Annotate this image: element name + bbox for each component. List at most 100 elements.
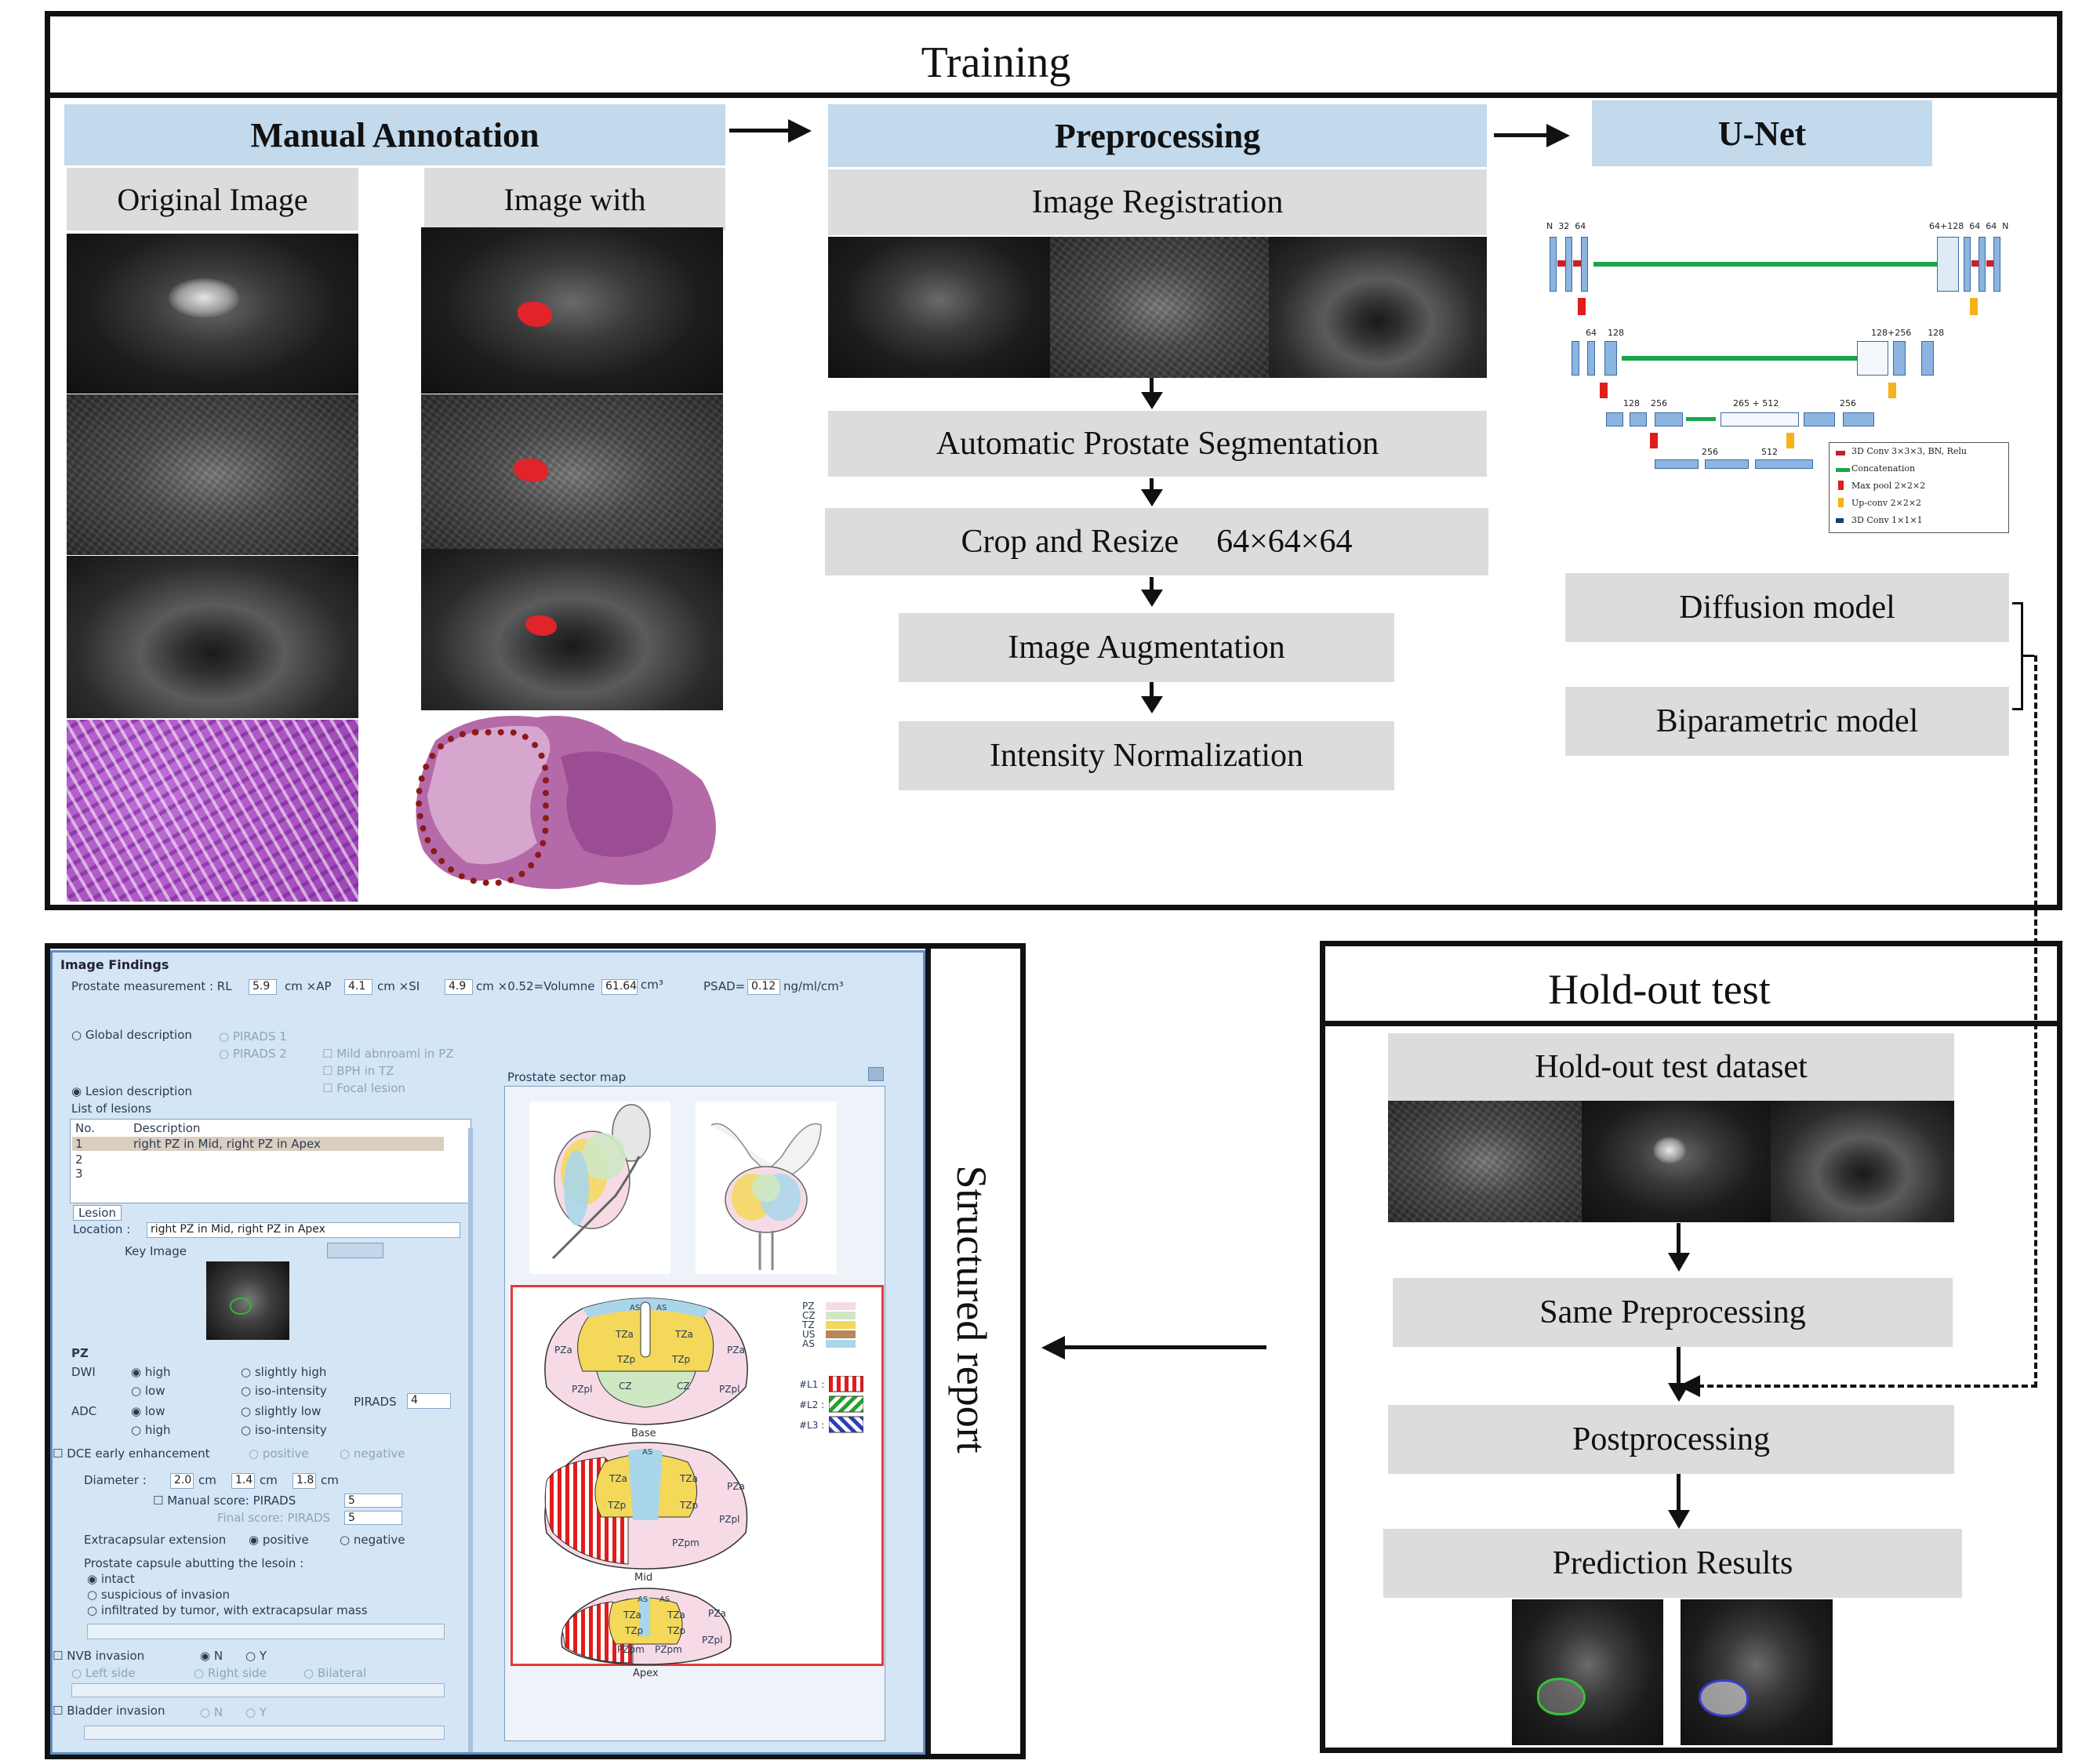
manual-score-label: Manual score: PIRADS — [167, 1494, 296, 1508]
annotated-dwi-lesion — [518, 302, 552, 327]
holdout-arrow-3 — [1677, 1474, 1681, 1515]
si-input[interactable]: 4.9 — [445, 979, 473, 995]
registration-adc-image — [1050, 237, 1269, 378]
diameter-3-input[interactable]: 1.8 — [293, 1473, 316, 1489]
biparametric-model-box: Biparametric model — [1565, 687, 2009, 756]
left-side-radio[interactable]: ○ Left side — [71, 1666, 136, 1680]
unet-block — [1572, 341, 1579, 376]
bladder-y-radio[interactable]: ○ Y — [245, 1705, 267, 1719]
psad-input[interactable]: 0.12 — [747, 979, 780, 995]
table-row-no[interactable]: 2 — [75, 1152, 83, 1167]
capsule-notes-input[interactable] — [87, 1624, 445, 1639]
dce-negative-label: negative — [353, 1446, 405, 1461]
global-description-radio[interactable]: ○ Global description — [71, 1028, 192, 1042]
manual-score-input[interactable]: 5 — [344, 1494, 402, 1508]
infiltrated-radio[interactable]: ○ infiltrated by tumor, with extracapsul… — [87, 1603, 368, 1617]
unet-diagram: N 32 64 64+128 64 64 N 64 128 128+256 12… — [1537, 212, 2023, 541]
table-row-no[interactable]: 3 — [75, 1167, 83, 1181]
zone-swatch-pz — [826, 1302, 856, 1310]
final-score-label: Final score: PIRADS — [217, 1511, 331, 1525]
prediction-results-box: Prediction Results — [1383, 1529, 1962, 1598]
arrowhead — [1141, 696, 1163, 713]
key-image-toolbar[interactable] — [327, 1243, 383, 1258]
suspicious-radio[interactable]: ○ suspicious of invasion — [87, 1588, 231, 1602]
slice-base-label: Base — [631, 1428, 656, 1439]
bph-tz-checkbox[interactable]: ☐ BPH in TZ — [322, 1064, 394, 1078]
original-t2-image — [67, 556, 358, 718]
nvb-checkbox[interactable]: ☐ NVB invasion — [53, 1649, 145, 1663]
prediction-image-2 — [1681, 1599, 1833, 1745]
pathology-tumor-outline — [416, 729, 549, 886]
rl-input[interactable]: 5.9 — [249, 979, 277, 995]
unet-block — [1655, 412, 1683, 426]
mild-pz-checkbox[interactable]: ☐ Mild abnroaml in PZ — [322, 1047, 454, 1061]
zone-swatch-us — [826, 1330, 856, 1338]
dwi-label: DWI — [71, 1365, 96, 1379]
dwi-low-radio[interactable]: ○ low — [131, 1384, 165, 1398]
bilateral-radio[interactable]: ○ Bilateral — [303, 1666, 367, 1680]
adc-high-radio[interactable]: ○ high — [131, 1423, 171, 1437]
col-desc-header: Description — [133, 1121, 201, 1135]
unet-upconv-arrow — [1888, 383, 1896, 398]
adc-iso-radio[interactable]: ○ iso-intensity — [241, 1423, 327, 1437]
extracapsular-positive-radio[interactable]: ◉ positive — [249, 1533, 309, 1547]
zone-label-apex: AS — [638, 1595, 649, 1604]
sagittal-prostate-diagram — [551, 1104, 651, 1260]
legend-conv-label: 3D Conv 3×3×3, BN, Relu — [1851, 446, 1967, 456]
location-input[interactable]: right PZ in Mid, right PZ in Apex — [147, 1222, 460, 1238]
table-row-selected[interactable] — [72, 1137, 444, 1151]
pirads2-radio[interactable]: ○ PIRADS 2 — [219, 1047, 287, 1061]
dce-positive-radio[interactable]: ○ positive — [249, 1446, 309, 1461]
adc-low-radio[interactable]: ◉ low — [131, 1404, 165, 1418]
unet-label: 265 + 512 — [1733, 398, 1779, 408]
dwi-slightly-high-radio[interactable]: ○ slightly high — [241, 1365, 327, 1379]
bladder-notes-input[interactable] — [84, 1726, 445, 1740]
adc-slightly-low-radio[interactable]: ○ slightly low — [241, 1404, 322, 1418]
extracapsular-negative-radio[interactable]: ○ negative — [340, 1533, 405, 1547]
psad-label: PSAD= — [703, 979, 746, 993]
focal-lesion-checkbox[interactable]: ☐ Focal lesion — [322, 1081, 405, 1095]
nvb-notes-input[interactable] — [71, 1683, 445, 1697]
holdout-title: Hold-out test — [1548, 966, 1771, 1013]
zone-legend-tz: TZ — [802, 1319, 815, 1330]
intact-radio[interactable]: ◉ intact — [87, 1572, 135, 1586]
original-adc-image — [67, 394, 358, 555]
arrowhead — [788, 119, 812, 143]
sector-map-menu-icon[interactable] — [868, 1067, 884, 1081]
ap-label: cm ×AP — [285, 979, 332, 993]
ap-input[interactable]: 4.1 — [344, 979, 372, 995]
diameter-1-input[interactable]: 2.0 — [170, 1473, 194, 1489]
pirads-select[interactable]: 4 — [407, 1393, 451, 1409]
prediction-image-1 — [1512, 1599, 1663, 1745]
volume-unit: cm³ — [641, 978, 663, 992]
right-side-radio[interactable]: ○ Right side — [194, 1666, 267, 1680]
diameter-2-input[interactable]: 1.4 — [231, 1473, 255, 1489]
zone-legend-as: AS — [802, 1338, 815, 1349]
arrow-holdout-to-report — [1063, 1345, 1266, 1349]
dwi-high-radio[interactable]: ◉ high — [131, 1365, 171, 1379]
manual-score-checkbox[interactable]: ☐ Manual score: PIRADS — [153, 1494, 296, 1508]
nvb-n-radio[interactable]: ◉ N — [200, 1649, 223, 1663]
dce-positive-label: positive — [262, 1446, 309, 1461]
lesion-legend-l1: #L1 : — [799, 1379, 825, 1390]
lesion-description-radio[interactable]: ◉ Lesion description — [71, 1084, 193, 1098]
same-preprocessing-box: Same Preprocessing — [1393, 1278, 1953, 1347]
arrow-down-2 — [1150, 478, 1154, 497]
unet-label: N 32 64 — [1546, 221, 1586, 231]
lesion-description-label: Lesion description — [85, 1084, 193, 1098]
dce-negative-radio[interactable]: ○ negative — [340, 1446, 405, 1461]
legend-pool-label: Max pool 2×2×2 — [1851, 481, 1926, 491]
volume-input[interactable]: 61.64 — [601, 979, 638, 995]
bladder-n-radio[interactable]: ○ N — [200, 1705, 223, 1719]
nvb-y-radio[interactable]: ○ Y — [245, 1649, 267, 1663]
dce-checkbox[interactable]: ☐ DCE early enhancement — [53, 1446, 210, 1461]
dwi-iso-radio[interactable]: ○ iso-intensity — [241, 1384, 327, 1398]
final-score-input[interactable]: 5 — [344, 1511, 402, 1525]
unet-block-concat — [1857, 341, 1888, 376]
left-panel-scroll-divider[interactable] — [468, 1128, 473, 1752]
lesion-tab[interactable]: Lesion — [73, 1205, 122, 1221]
pirads1-radio[interactable]: ○ PIRADS 1 — [219, 1029, 287, 1044]
zone-label-base: TZp — [672, 1354, 691, 1365]
bladder-checkbox[interactable]: ☐ Bladder invasion — [53, 1704, 165, 1718]
volume-label: cm ×0.52=Volumne — [476, 979, 595, 993]
